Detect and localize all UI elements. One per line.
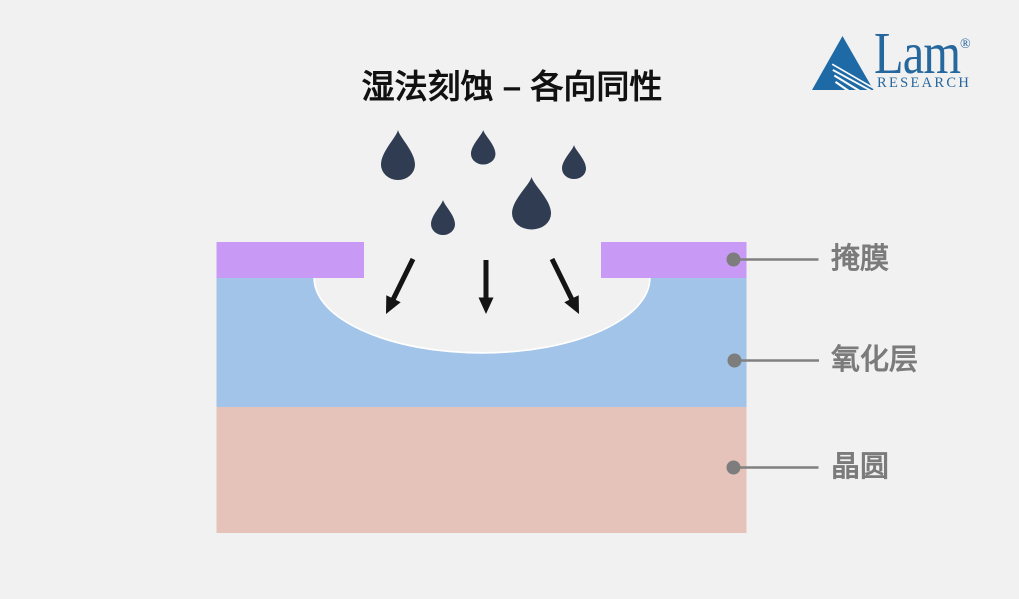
label-mask: 掩膜 xyxy=(831,243,890,275)
mask-layer-right xyxy=(601,242,747,278)
label-wafer: 晶圆 xyxy=(831,451,890,483)
leader-lines xyxy=(726,252,819,475)
leader-dot-oxide xyxy=(727,353,742,368)
leader-dot-wafer xyxy=(726,460,741,475)
arrow-down-center-head xyxy=(478,297,494,314)
arrow-down-left xyxy=(386,257,416,314)
droplet-small-lower-left xyxy=(431,200,456,236)
label-oxide: 氧化层 xyxy=(831,344,919,376)
leader-dot-mask xyxy=(726,252,741,267)
arrow-down-right-head xyxy=(564,295,579,314)
arrow-down-right xyxy=(549,257,579,314)
wafer-layer xyxy=(216,407,747,533)
arrow-down-right-shaft xyxy=(549,257,575,302)
arrow-down-center xyxy=(478,260,494,314)
droplet-small-top-center xyxy=(470,130,496,165)
etch-cavity xyxy=(315,278,649,352)
etchant-droplets xyxy=(381,130,587,236)
page-title: 湿法刻蚀 – 各向同性 xyxy=(361,68,663,105)
droplet-small-right xyxy=(562,145,587,180)
arrow-down-left-shaft xyxy=(390,257,416,302)
etch-arrows xyxy=(386,257,579,314)
droplet-large-lower-center xyxy=(512,177,552,230)
droplet-large-left xyxy=(381,130,416,181)
mask-layer-left xyxy=(216,242,364,278)
arrow-down-left-head xyxy=(386,295,401,314)
